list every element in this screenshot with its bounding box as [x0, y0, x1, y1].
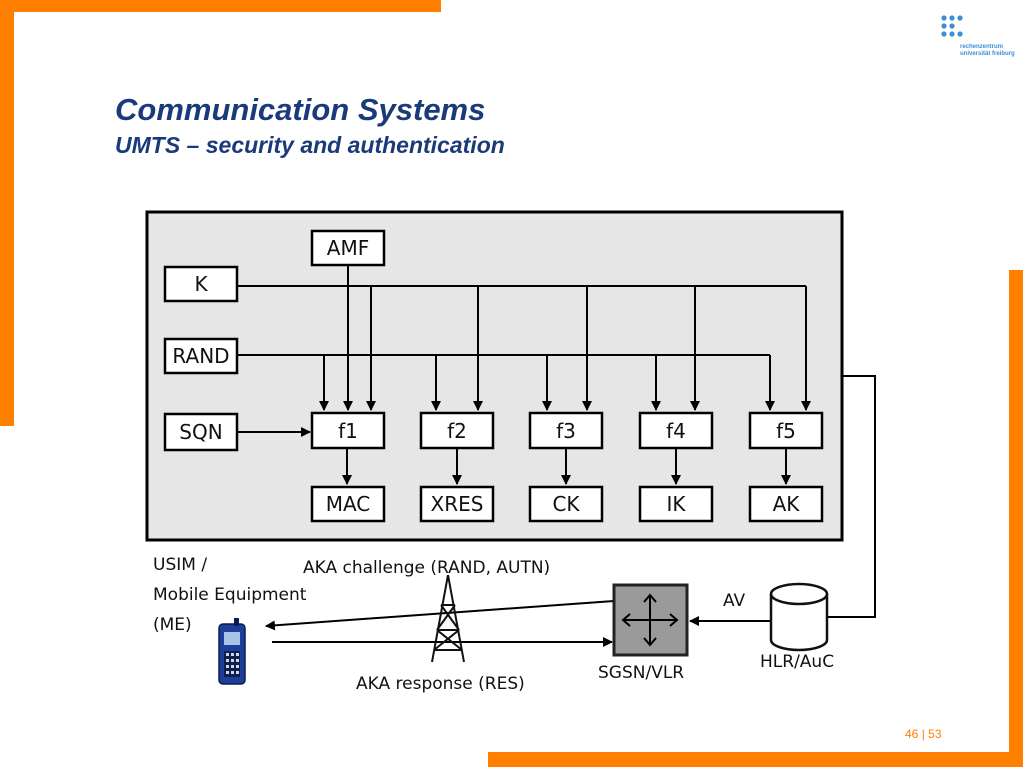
f4-label: f4 — [666, 419, 686, 443]
mac-box — [310, 485, 386, 523]
ck-label: CK — [552, 492, 580, 516]
page-number: 46 | 53 — [905, 727, 942, 741]
hlr-label: HLR/AuC — [760, 652, 834, 672]
rand-box — [163, 337, 239, 375]
page-total: 53 — [928, 727, 942, 741]
database-icon — [769, 582, 829, 652]
logo-text: rechenzentrum universität freiburg — [960, 44, 1015, 58]
ck-box — [528, 485, 604, 523]
ik-label: IK — [666, 492, 686, 516]
rand-label: RAND — [172, 344, 229, 368]
sgsn-label: SGSN/VLR — [598, 663, 684, 683]
mac-label: MAC — [326, 492, 371, 516]
logo-line-1: rechenzentrum — [960, 44, 1004, 50]
router-icon — [612, 583, 689, 657]
radio-tower-icon — [431, 574, 465, 663]
f5-label: f5 — [776, 419, 796, 443]
page-title: Communication Systems — [115, 92, 486, 127]
f3-label: f3 — [556, 419, 576, 443]
f4-box — [638, 411, 714, 450]
accent-bar-right — [1009, 270, 1023, 767]
xres-label: XRES — [431, 492, 484, 516]
xres-box — [419, 485, 495, 523]
mobile-phone-icon — [218, 618, 246, 685]
page-separator: | — [921, 727, 925, 741]
f2-box — [419, 411, 495, 450]
amf-label: AMF — [327, 236, 369, 260]
accent-bar-top — [0, 0, 441, 12]
amf-box — [310, 229, 386, 267]
ak-box — [748, 485, 824, 523]
ak-label: AK — [773, 492, 801, 516]
sqn-label: SQN — [179, 420, 222, 444]
av-label: AV — [723, 591, 746, 611]
f2-label: f2 — [447, 419, 467, 443]
f1-label: f1 — [338, 419, 358, 443]
k-box — [163, 265, 239, 303]
ik-box — [638, 485, 714, 523]
aka-challenge-label: AKA challenge (RAND, AUTN) — [303, 558, 550, 578]
usim-label-line2: Mobile Equipment — [153, 585, 307, 605]
k-label: K — [194, 272, 208, 296]
aka-response-label: AKA response (RES) — [356, 674, 525, 694]
page-current: 46 — [905, 727, 919, 741]
f3-box — [528, 411, 604, 450]
sqn-box — [163, 412, 239, 452]
logo-line-2: universität freiburg — [960, 51, 1015, 57]
accent-bar-bottom — [488, 752, 1023, 767]
auc-function-panel — [145, 210, 844, 542]
accent-bar-left — [0, 0, 14, 426]
f1-box — [310, 411, 386, 450]
usim-label-line1: USIM / — [153, 555, 207, 575]
usim-label-line3: (ME) — [153, 615, 192, 635]
f5-box — [748, 411, 824, 450]
dot-grid-icon — [941, 15, 963, 37]
page-subtitle: UMTS – security and authentication — [115, 132, 505, 158]
